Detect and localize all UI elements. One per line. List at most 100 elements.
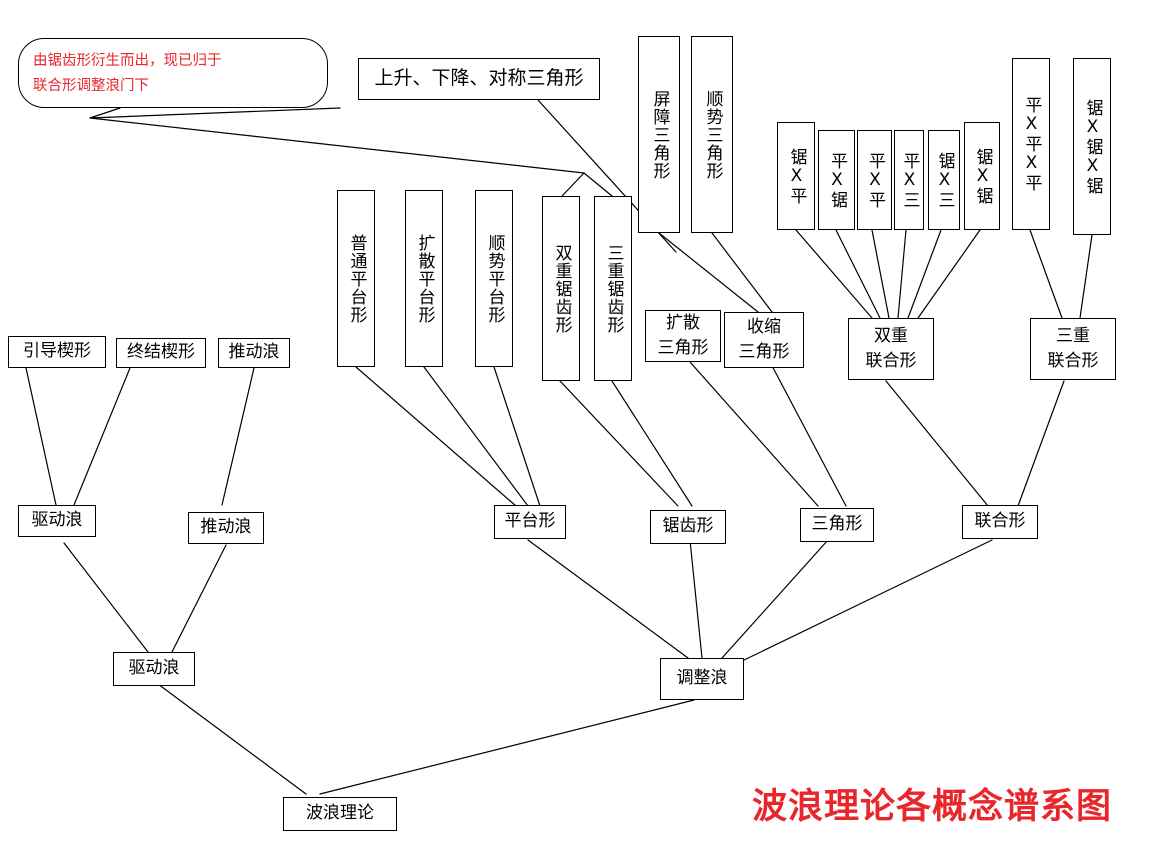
node-label: 驱动浪 <box>31 510 83 531</box>
node-triple-combination[interactable]: 三重 联合形 <box>1030 318 1116 380</box>
edge-impulsemid-to-motive <box>171 544 227 653</box>
node-flat-x-flat[interactable]: 平X平 <box>857 130 892 230</box>
edge-leading-to-motive <box>25 367 57 506</box>
node-expanding-flat[interactable]: 扩散平台形 <box>405 190 443 367</box>
node-impulse-mid[interactable]: 推动浪 <box>188 512 264 544</box>
node-label-line-1: 三重 <box>1056 326 1090 347</box>
edge-contractingtri-to-triangle <box>769 361 847 507</box>
node-label: 锯X平 <box>786 147 807 205</box>
node-label-line-1: 扩散 <box>666 313 700 334</box>
node-combination[interactable]: 联合形 <box>962 505 1038 539</box>
node-barrier-triangle[interactable]: 屏障三角形 <box>638 36 680 233</box>
node-flat-x-flat-x-flat[interactable]: 平X平X平 <box>1012 58 1050 230</box>
node-label: 顺势三角形 <box>702 89 723 180</box>
node-label-line-2: 三角形 <box>738 342 790 362</box>
edge-sawflat-to-double <box>795 229 873 319</box>
edge-impulsetop-to-impulsemid <box>221 367 255 506</box>
node-flat-x-tri[interactable]: 平X三 <box>894 130 924 230</box>
node-double-zigzag[interactable]: 双重锯齿形 <box>542 196 580 381</box>
callout-tail <box>89 107 341 119</box>
edge-ending-to-motive <box>73 367 131 506</box>
node-label: 调整浪 <box>676 668 728 689</box>
node-ending-diagonal[interactable]: 终结楔形 <box>116 338 206 368</box>
diagram-title: 波浪理论各概念谱系图 <box>752 787 1113 827</box>
edge-running-to-contracting <box>711 232 773 313</box>
node-label: 三角形 <box>811 514 863 535</box>
edge-expandingtri-to-triangle <box>689 361 819 507</box>
node-label: 平台形 <box>504 511 556 532</box>
edge-fff-to-triple <box>1029 229 1063 319</box>
node-label: 平X平X平 <box>1021 96 1042 192</box>
edge-combination-to-corrective <box>739 539 993 663</box>
node-label: 引导楔形 <box>23 341 91 362</box>
callout-line-2: 联合形调整浪门下 <box>33 78 149 95</box>
node-label: 驱动浪 <box>128 658 180 679</box>
node-label: 锯齿形 <box>662 516 714 537</box>
edge-flatflat-to-double <box>871 229 890 319</box>
node-saw-x-saw[interactable]: 锯X锯 <box>964 122 1000 230</box>
node-normal-flat[interactable]: 普通平台形 <box>337 190 375 367</box>
edge-flatsaw-to-double <box>835 229 881 319</box>
node-rising-falling-symmetric-triangle[interactable]: 上升、下降、对称三角形 <box>358 58 600 100</box>
node-flat-x-saw[interactable]: 平X锯 <box>818 130 855 230</box>
edge-sawsaw-to-double <box>917 229 981 319</box>
edge-zigzag-to-corrective <box>689 539 703 659</box>
node-motive-wave-mid[interactable]: 驱动浪 <box>18 505 96 537</box>
node-zigzag[interactable]: 锯齿形 <box>650 510 726 544</box>
node-saw-x-flat[interactable]: 锯X平 <box>777 122 815 230</box>
node-label-line-2: 联合形 <box>865 351 917 371</box>
node-saw-x-tri[interactable]: 锯X三 <box>928 130 960 230</box>
node-flat[interactable]: 平台形 <box>494 505 566 539</box>
node-expanding-triangle[interactable]: 扩散 三角形 <box>645 310 721 362</box>
edge-doublecomb-to-combination <box>885 380 989 507</box>
node-label: 上升、下降、对称三角形 <box>374 67 584 90</box>
node-double-combination[interactable]: 双重 联合形 <box>848 318 934 380</box>
node-contracting-triangle[interactable]: 收缩 三角形 <box>724 312 804 368</box>
node-motive-wave[interactable]: 驱动浪 <box>113 652 195 686</box>
node-label: 推动浪 <box>200 517 252 538</box>
edge-doublezigzag-to-zigzag <box>559 380 679 507</box>
node-corrective-wave[interactable]: 调整浪 <box>660 658 744 700</box>
edge-expandingflat-to-flat <box>423 366 529 507</box>
node-label-line-1: 双重 <box>874 326 908 347</box>
node-leading-diagonal[interactable]: 引导楔形 <box>8 336 106 368</box>
edge-motivemid-to-motive <box>63 542 149 653</box>
edge-flattri-to-double <box>897 229 907 319</box>
edge-runningflat-to-flat <box>493 366 541 507</box>
callout-line-1: 由锯齿形衍生而出，现已归于 <box>33 53 222 69</box>
edge-motive-to-theory <box>157 683 307 795</box>
node-label: 三重锯齿形 <box>603 243 624 334</box>
node-label: 顺势平台形 <box>484 233 505 324</box>
node-label-line-2: 联合形 <box>1047 351 1099 371</box>
edge-triangle-to-corrective <box>721 539 829 659</box>
node-wave-theory[interactable]: 波浪理论 <box>283 797 397 831</box>
node-label: 推动浪 <box>228 342 280 363</box>
node-label: 联合形 <box>974 511 1026 532</box>
node-label: 锯X三 <box>934 151 955 209</box>
edge-sawtri-to-double <box>907 229 942 319</box>
node-label: 锯X锯X锯 <box>1082 98 1103 195</box>
callout-pointer <box>89 117 585 174</box>
node-label-line-1: 收缩 <box>747 317 781 338</box>
edge-corrective-to-theory <box>319 699 695 795</box>
node-label: 锯X锯 <box>972 147 993 205</box>
node-label: 波浪理论 <box>306 803 374 824</box>
node-label: 普通平台形 <box>346 233 367 324</box>
edge-sss-to-triple <box>1079 234 1093 319</box>
node-triangle[interactable]: 三角形 <box>800 508 874 542</box>
node-label: 扩散平台形 <box>414 233 435 324</box>
node-running-triangle[interactable]: 顺势三角形 <box>691 36 733 233</box>
node-saw-x-saw-x-saw[interactable]: 锯X锯X锯 <box>1073 58 1111 235</box>
node-label: 平X三 <box>899 151 920 209</box>
edge-junction-double-zigzag <box>561 172 585 197</box>
node-impulse-top[interactable]: 推动浪 <box>218 338 290 368</box>
node-triple-zigzag[interactable]: 三重锯齿形 <box>594 196 632 381</box>
edge-triplecomb-to-combination <box>1017 380 1065 507</box>
edge-normalflat-to-flat <box>355 366 517 507</box>
edge-flat-to-corrective <box>527 539 689 659</box>
node-label: 屏障三角形 <box>649 89 670 180</box>
edge-barrier-to-contracting <box>658 232 759 313</box>
node-label: 平X锯 <box>827 151 847 209</box>
node-running-flat[interactable]: 顺势平台形 <box>475 190 513 367</box>
